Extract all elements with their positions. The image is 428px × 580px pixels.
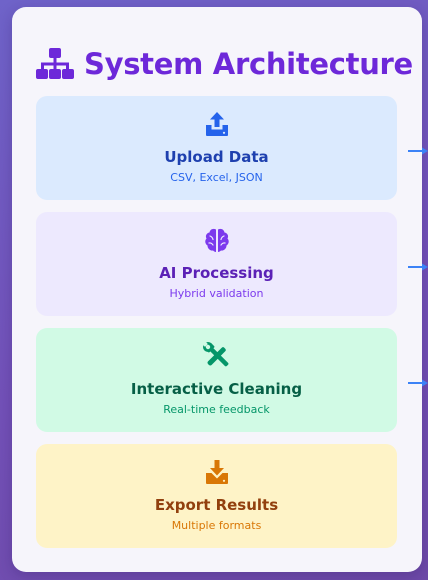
download-icon (205, 460, 228, 484)
step-description: Hybrid validation (169, 287, 264, 300)
step-description: Real-time feedback (163, 403, 270, 416)
sitemap-icon (36, 48, 74, 79)
page-title: System Architecture (84, 47, 413, 81)
title-row: System Architecture (36, 41, 413, 87)
step-upload-data: Upload Data CSV, Excel, JSON (36, 96, 397, 200)
connector-arrow (408, 147, 428, 155)
step-label: Interactive Cleaning (130, 380, 303, 398)
architecture-card: System Architecture Upload Data CSV, Exc… (12, 7, 422, 572)
step-label: Upload Data (164, 148, 269, 166)
brain-icon (204, 228, 229, 252)
step-description: CSV, Excel, JSON (170, 171, 263, 184)
upload-icon (205, 112, 228, 136)
connector-arrow (408, 379, 428, 387)
step-label: Export Results (154, 496, 279, 514)
connector-arrow (408, 263, 428, 271)
step-interactive-cleaning: Interactive Cleaning Real-time feedback (36, 328, 397, 432)
step-label: AI Processing (159, 264, 274, 282)
step-ai-processing: AI Processing Hybrid validation (36, 212, 397, 316)
tools-icon (202, 342, 228, 367)
step-export-results: Export Results Multiple formats (36, 444, 397, 548)
step-description: Multiple formats (171, 519, 262, 532)
